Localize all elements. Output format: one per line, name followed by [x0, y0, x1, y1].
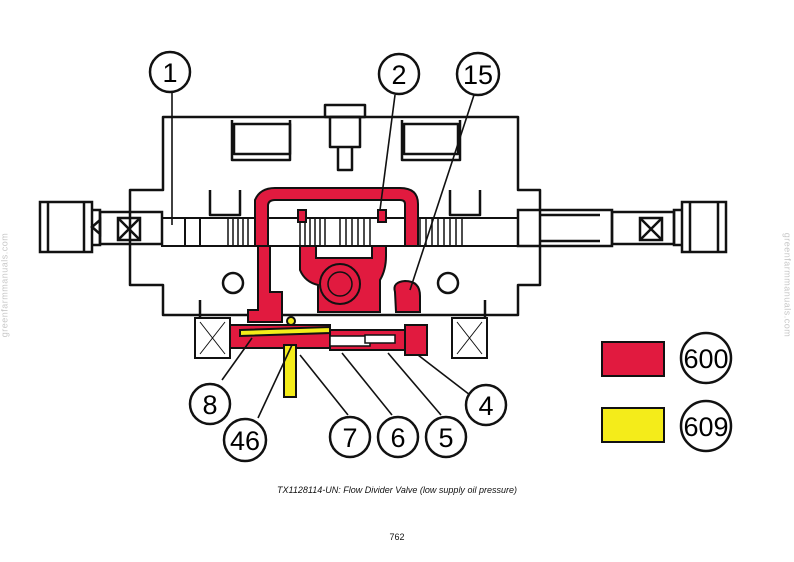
valve-body	[128, 103, 542, 318]
legend-item-600: 600	[601, 331, 733, 385]
callout-label: 2	[391, 60, 406, 90]
callout-15: 15	[455, 51, 501, 97]
pilot-oil-line	[239, 316, 331, 398]
legend-swatch	[601, 341, 665, 377]
callout-7: 7	[328, 415, 372, 459]
callout-label: 46	[230, 426, 260, 456]
page-number: 762	[389, 532, 405, 542]
left-end-cap	[38, 200, 164, 254]
figure-caption: TX1128114-UN: Flow Divider Valve (low su…	[277, 485, 517, 495]
callout-label: 5	[438, 423, 453, 453]
spool	[161, 217, 519, 247]
watermark-left: greenfarmmanuals.com	[0, 232, 10, 338]
callout-6: 6	[376, 415, 420, 459]
callout-label: 4	[478, 391, 493, 421]
legend: 600 609	[601, 331, 733, 453]
callout-label: 1	[162, 58, 177, 88]
callout-4: 4	[464, 383, 508, 427]
legend-item-609: 609	[601, 399, 733, 453]
callout-label: 8	[202, 390, 217, 420]
callout-1: 1	[148, 50, 192, 94]
right-end-cap	[516, 200, 728, 254]
callout-8: 8	[188, 382, 232, 426]
callout-label: 6	[390, 423, 405, 453]
callout-46: 46	[222, 417, 268, 463]
callout-2: 2	[377, 52, 421, 96]
legend-code: 600	[683, 344, 728, 374]
callout-label: 7	[342, 423, 357, 453]
callout-label: 15	[463, 60, 493, 90]
leader-lines	[171, 92, 475, 419]
callout-5: 5	[424, 415, 468, 459]
legend-code: 609	[683, 412, 728, 442]
watermark-right: greenfarmmanuals.com	[782, 232, 793, 338]
lower-plugs	[194, 317, 488, 359]
legend-swatch	[601, 407, 665, 443]
